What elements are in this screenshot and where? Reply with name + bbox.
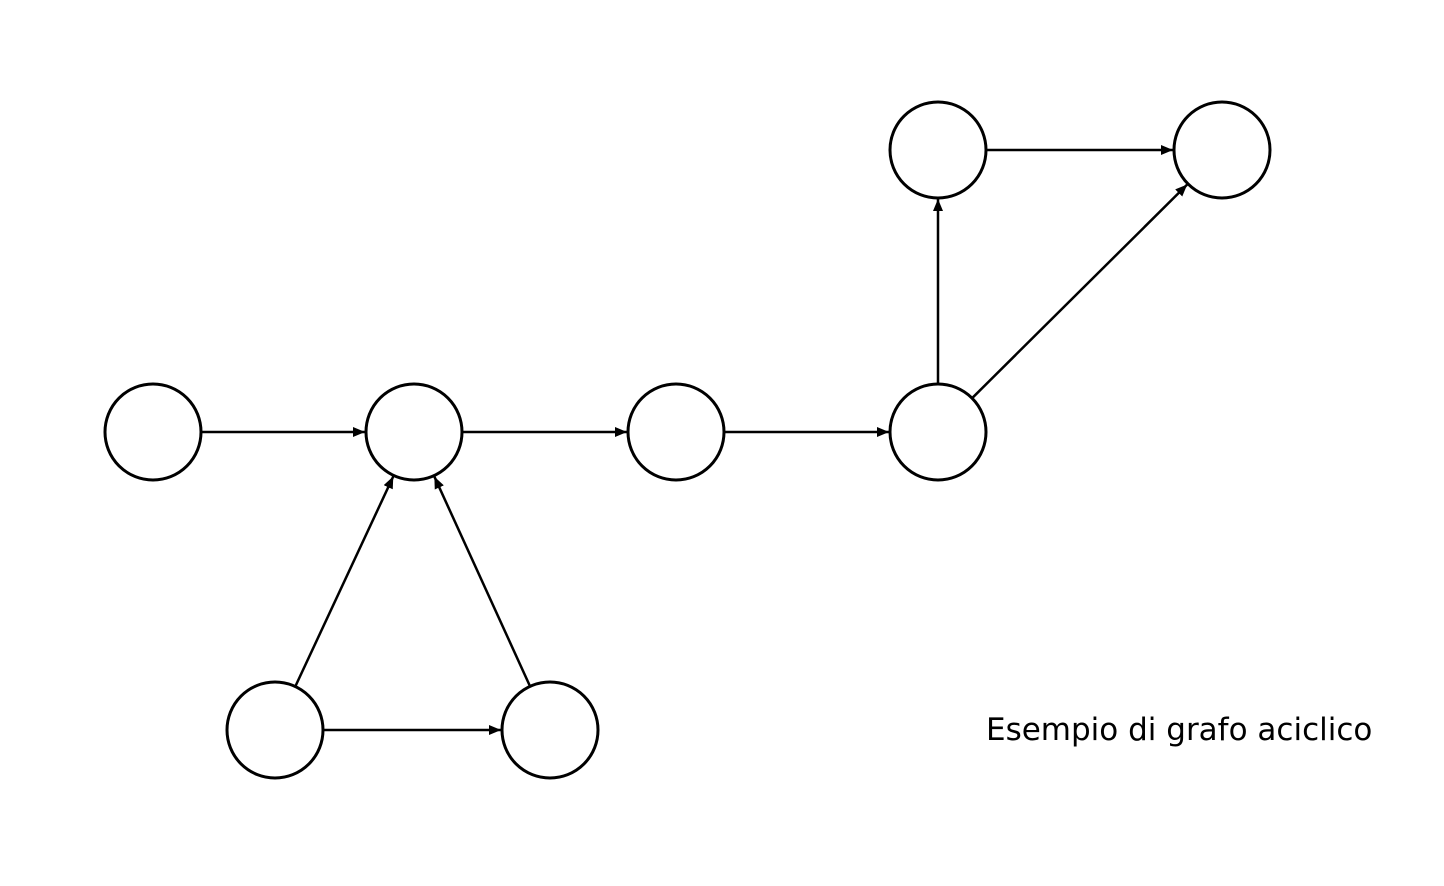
nodes-layer xyxy=(103,100,1272,780)
node-n5 xyxy=(888,100,988,200)
node-n8 xyxy=(500,680,600,780)
edge-n7-n2 xyxy=(294,475,395,688)
edge-n4-n6 xyxy=(971,183,1189,400)
node-n6 xyxy=(1172,100,1272,200)
node-n2 xyxy=(364,382,464,482)
node-n4 xyxy=(888,382,988,482)
diagram-caption: Esempio di grafo aciclico xyxy=(986,712,1373,748)
node-n3 xyxy=(626,382,726,482)
edges-layer xyxy=(201,145,1189,735)
node-n1 xyxy=(103,382,203,482)
node-n7 xyxy=(225,680,325,780)
edge-n8-n2 xyxy=(433,476,532,687)
